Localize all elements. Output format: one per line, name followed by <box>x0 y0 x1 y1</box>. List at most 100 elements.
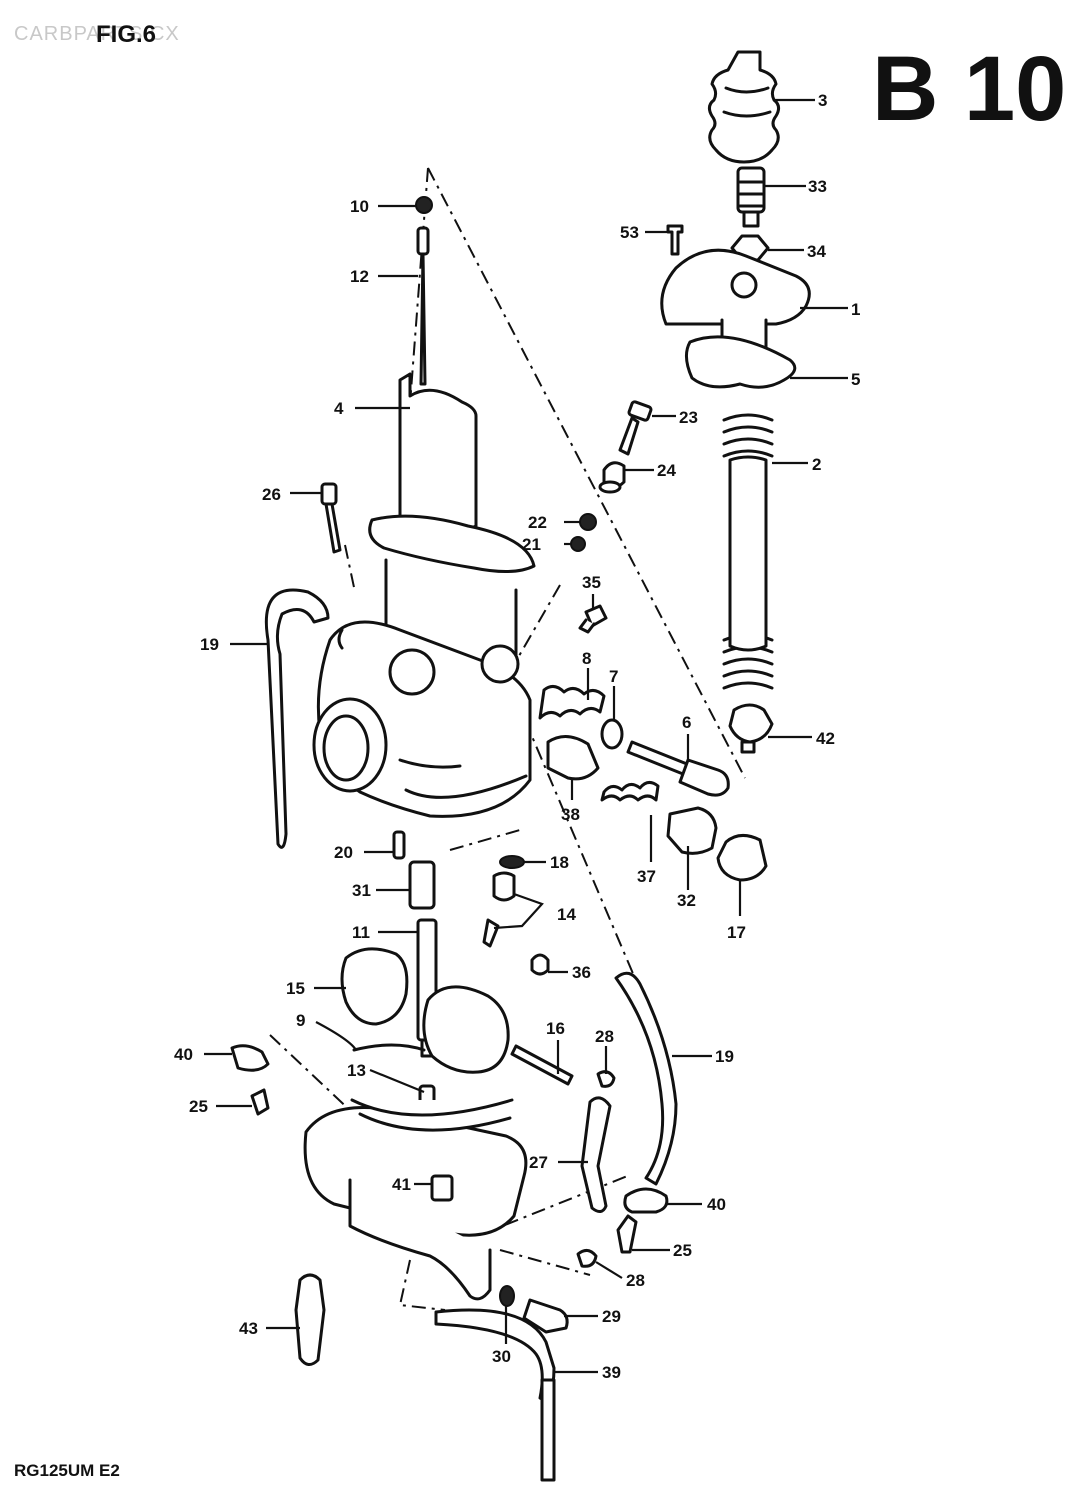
callout-21: 21 <box>522 535 541 554</box>
callout-40-left: 40 <box>174 1045 193 1064</box>
callout-14: 31 <box>352 881 371 900</box>
starter-cap-31 <box>716 834 768 882</box>
callout-41: 41 <box>392 1175 411 1194</box>
callout-28-upper: 28 <box>595 1027 614 1046</box>
callout-53: 53 <box>620 223 639 242</box>
callout-28-lower: 28 <box>626 1271 645 1290</box>
spring-8 <box>538 685 606 720</box>
float-arm-9 <box>352 1043 426 1052</box>
callout-24: 24 <box>657 461 676 480</box>
callout-26: 26 <box>262 485 281 504</box>
callout-20: 20 <box>334 843 353 862</box>
needle-jet-14 <box>408 860 436 910</box>
callout-19-upper: 19 <box>200 635 219 654</box>
section-code: B 10 <box>872 38 1066 140</box>
callout-3: 3 <box>818 91 827 110</box>
callout-39: 39 <box>602 1363 621 1382</box>
throttle-valve-guide <box>728 703 774 754</box>
screw-25b <box>616 1214 638 1254</box>
spring-37 <box>600 781 660 802</box>
clip-28b <box>576 1249 598 1268</box>
callout-labels: 3 33 53 34 1 5 10 12 4 23 2 24 26 22 21 … <box>174 91 860 1382</box>
callout-22: 22 <box>528 513 547 532</box>
o-ring-21 <box>570 536 586 552</box>
nut-24 <box>598 461 626 494</box>
clip-28a <box>596 1070 616 1088</box>
callout-18: 18 <box>550 853 569 872</box>
callout-7: 7 <box>609 667 618 686</box>
callout-30: 30 <box>492 1347 511 1366</box>
leader-lines <box>204 98 848 1374</box>
needle-clip <box>415 196 433 214</box>
o-ring-30 <box>499 1285 515 1307</box>
callout-13: 13 <box>347 1061 366 1080</box>
clip-40a <box>230 1044 270 1072</box>
watermark: CARBPARTS.CX <box>14 23 180 45</box>
callout-25-right: 25 <box>673 1241 692 1260</box>
screw-53 <box>666 224 684 256</box>
screw-25a <box>250 1088 270 1116</box>
callout-17: 14 <box>557 905 576 924</box>
callout-42: 42 <box>816 729 835 748</box>
starter-plunger-38 <box>546 735 600 781</box>
float-pin-16 <box>510 1044 574 1086</box>
callout-16: 16 <box>546 1019 565 1038</box>
overflow-hose-19a <box>264 588 330 849</box>
model-code: RG125UM E2 <box>14 1461 120 1480</box>
starter-cap-23 <box>618 400 653 456</box>
carburetor-body <box>312 372 536 818</box>
hose-27 <box>580 1096 612 1213</box>
callout-27: 27 <box>529 1153 548 1172</box>
callout-1: 1 <box>851 300 860 319</box>
callout-40-right: 40 <box>707 1195 726 1214</box>
o-ring-18 <box>499 855 525 869</box>
float-valve-17 <box>482 871 516 948</box>
callout-37: 37 <box>637 867 656 886</box>
top-gasket <box>685 335 797 389</box>
figure-title: FIG.6 <box>96 21 156 48</box>
callout-34: 34 <box>807 242 826 261</box>
callout-29: 29 <box>602 1307 621 1326</box>
callout-35: 35 <box>582 573 601 592</box>
callout-9: 9 <box>296 1011 305 1030</box>
cable-adjuster <box>736 166 766 228</box>
callout-4: 4 <box>334 399 344 418</box>
callout-19-lower: 19 <box>715 1047 734 1066</box>
clip-40b <box>623 1187 669 1214</box>
callout-31: 17 <box>727 923 746 942</box>
screw-36 <box>530 953 550 976</box>
callout-8: 8 <box>582 649 591 668</box>
vent-hose-19b <box>614 971 678 1186</box>
callout-33: 33 <box>808 177 827 196</box>
callout-36: 36 <box>572 963 591 982</box>
float-15-left <box>340 947 409 1026</box>
jet-needle <box>416 226 430 386</box>
float-bowl <box>303 1098 528 1301</box>
callout-23: 23 <box>679 408 698 427</box>
callout-6: 6 <box>682 713 691 732</box>
idle-screw-35 <box>578 604 608 634</box>
pilot-jet-20 <box>392 830 406 860</box>
callout-5: 5 <box>851 370 860 389</box>
callout-32: 32 <box>677 891 696 910</box>
air-screw-26 <box>320 482 342 554</box>
throttle-valve <box>728 455 768 652</box>
bracket-43 <box>294 1273 326 1366</box>
rubber-cap <box>707 50 781 164</box>
throttle-stop-screw-6 <box>626 740 730 797</box>
callout-2: 2 <box>812 455 821 474</box>
callout-38: 38 <box>561 805 580 824</box>
callout-43: 43 <box>239 1319 258 1338</box>
callout-15: 15 <box>286 979 305 998</box>
callout-10: 10 <box>350 197 369 216</box>
float-15-right <box>422 985 510 1074</box>
washer-7 <box>600 718 624 750</box>
washer-22 <box>579 513 597 531</box>
starter-nut-32 <box>666 806 718 855</box>
callout-12: 12 <box>350 267 369 286</box>
drain-screw-29 <box>522 1298 569 1334</box>
callout-11: 11 <box>352 923 370 942</box>
callout-25-left: 25 <box>189 1097 208 1116</box>
drain-hose-39 <box>434 1308 556 1482</box>
